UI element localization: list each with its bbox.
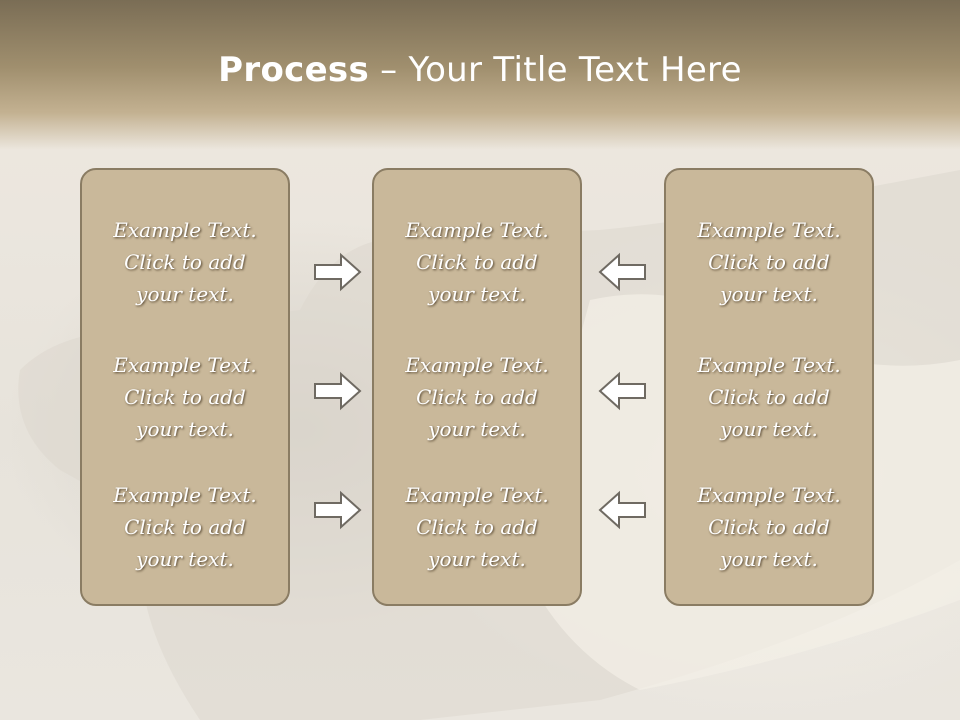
text-line: Example Text. (405, 218, 549, 242)
text-line: Example Text. (405, 353, 549, 377)
text-line: Click to add (124, 385, 246, 409)
text-line: Example Text. (405, 483, 549, 507)
process-box-left[interactable]: Example Text. Click to add your text. Ex… (80, 168, 290, 606)
text-line: Click to add (416, 385, 538, 409)
text-block[interactable]: Example Text. Click to add your text. (666, 349, 872, 445)
text-line: Example Text. (113, 218, 257, 242)
text-block[interactable]: Example Text. Click to add your text. (82, 214, 288, 310)
text-line: your text. (428, 547, 526, 571)
text-line: Example Text. (697, 218, 841, 242)
text-block[interactable]: Example Text. Click to add your text. (82, 349, 288, 445)
text-line: Click to add (416, 515, 538, 539)
text-line: Click to add (708, 250, 830, 274)
text-line: your text. (428, 282, 526, 306)
arrow-right-icon (314, 252, 362, 292)
text-line: Click to add (124, 250, 246, 274)
text-line: your text. (136, 417, 234, 441)
slide-title-rest: – Your Title Text Here (369, 50, 742, 90)
text-line: your text. (136, 547, 234, 571)
text-block[interactable]: Example Text. Click to add your text. (82, 479, 288, 575)
text-line: Click to add (708, 385, 830, 409)
text-line: Click to add (124, 515, 246, 539)
text-line: Example Text. (113, 353, 257, 377)
text-line: your text. (720, 417, 818, 441)
title-bar (0, 0, 960, 150)
slide-title-bold: Process (218, 50, 370, 90)
text-line: your text. (720, 282, 818, 306)
arrow-left-icon (598, 371, 646, 411)
text-line: Example Text. (697, 483, 841, 507)
text-block[interactable]: Example Text. Click to add your text. (666, 479, 872, 575)
text-line: your text. (720, 547, 818, 571)
arrow-right-icon (314, 490, 362, 530)
arrow-left-icon (598, 490, 646, 530)
text-block[interactable]: Example Text. Click to add your text. (666, 214, 872, 310)
text-line: your text. (136, 282, 234, 306)
text-line: Example Text. (697, 353, 841, 377)
text-line: Example Text. (113, 483, 257, 507)
process-box-right[interactable]: Example Text. Click to add your text. Ex… (664, 168, 874, 606)
arrow-right-icon (314, 371, 362, 411)
process-box-center[interactable]: Example Text. Click to add your text. Ex… (372, 168, 582, 606)
text-block[interactable]: Example Text. Click to add your text. (374, 214, 580, 310)
text-line: Click to add (708, 515, 830, 539)
text-block[interactable]: Example Text. Click to add your text. (374, 479, 580, 575)
text-block[interactable]: Example Text. Click to add your text. (374, 349, 580, 445)
text-line: Click to add (416, 250, 538, 274)
slide-title[interactable]: Process – Your Title Text Here (0, 50, 960, 90)
arrow-left-icon (598, 252, 646, 292)
text-line: your text. (428, 417, 526, 441)
